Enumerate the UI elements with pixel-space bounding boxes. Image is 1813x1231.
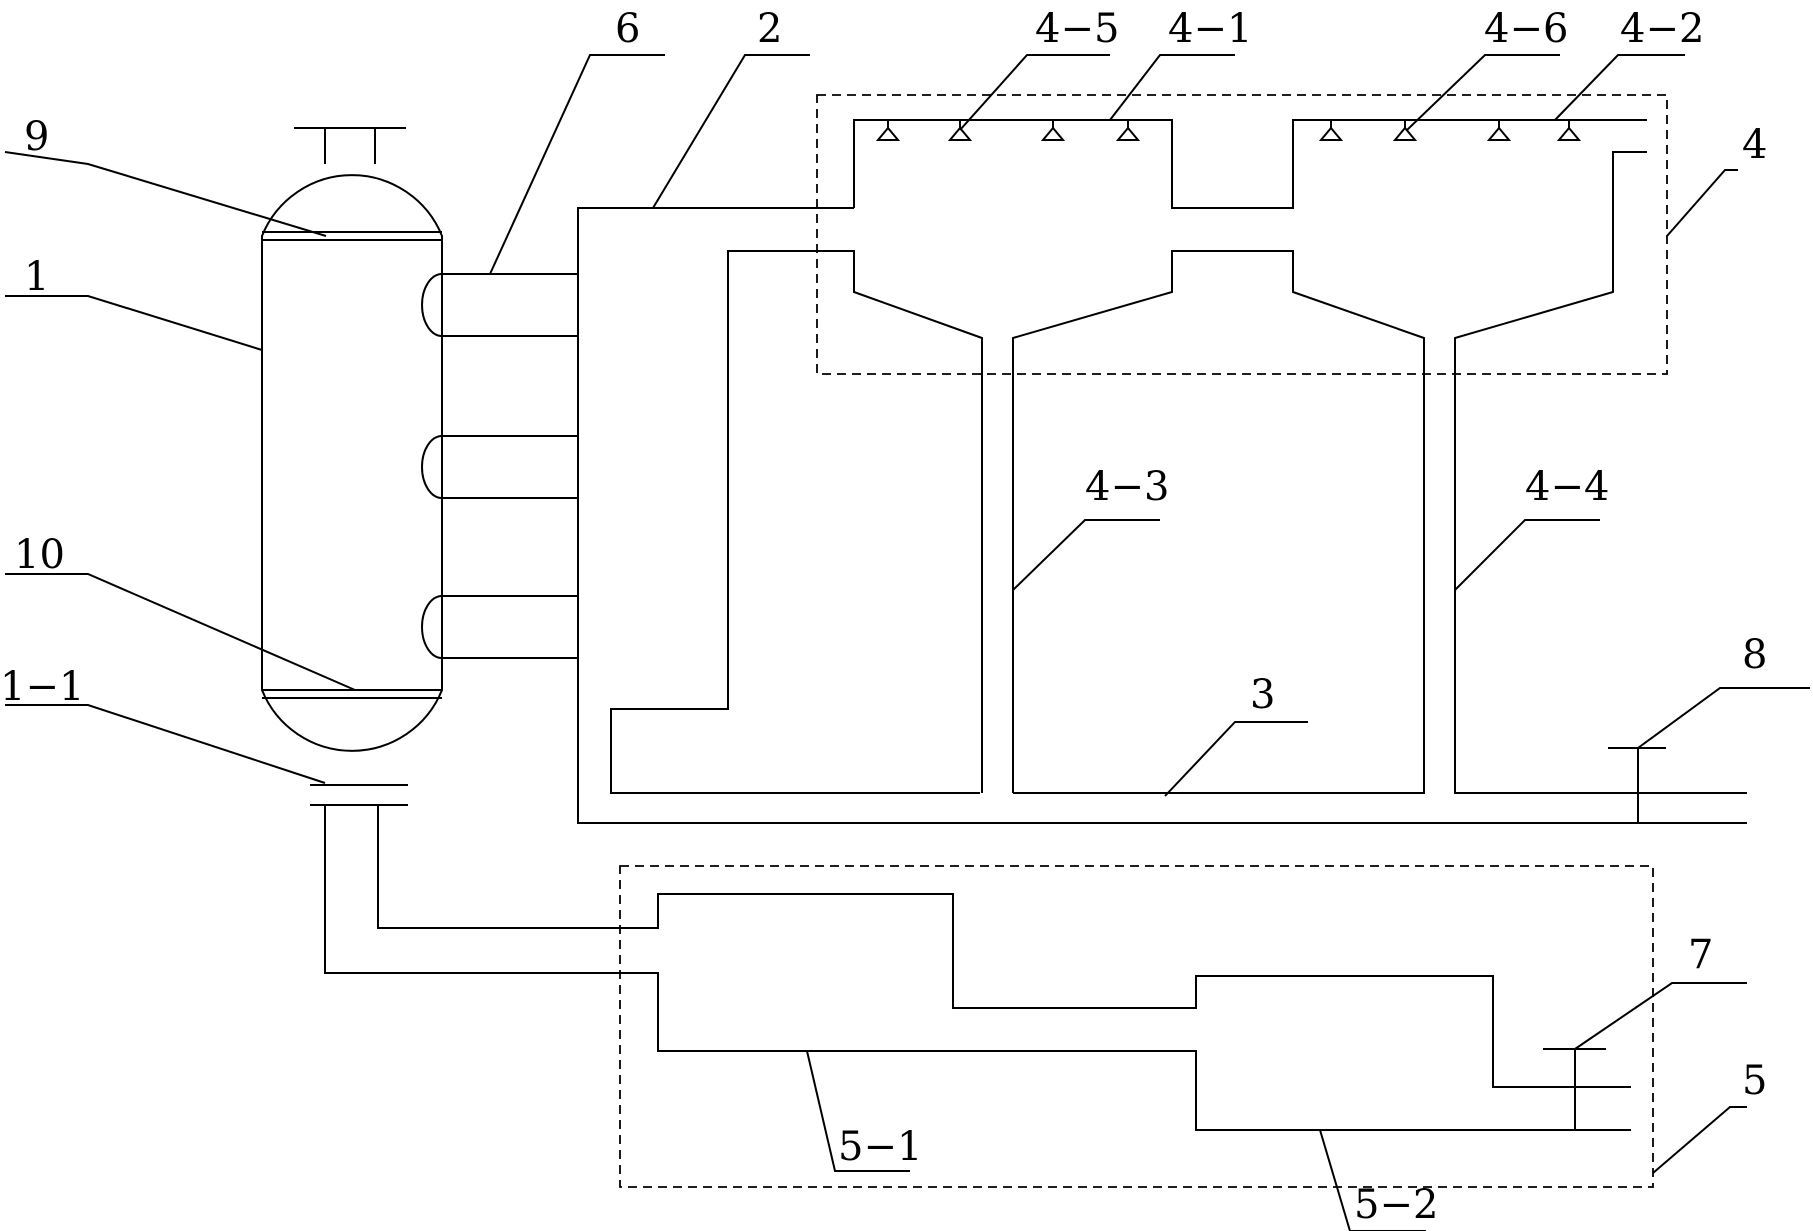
label-4-1: 4−1 [1168, 6, 1252, 52]
lower-piping [324, 805, 1631, 1131]
upper-return-pipe [377, 805, 1631, 1088]
spray-nozzles [875, 120, 1582, 141]
label-4-5: 4−5 [1035, 6, 1119, 52]
label-4-4: 4−4 [1525, 464, 1609, 510]
lower-return-pipe [324, 805, 1631, 1131]
nozzle [1318, 120, 1344, 141]
label-4-3: 4−3 [1085, 464, 1169, 510]
right-chamber [1454, 151, 1747, 794]
nozzle [1115, 120, 1141, 141]
side-port-3 [421, 595, 443, 659]
connecting-pipes [442, 273, 578, 659]
label-10: 10 [14, 532, 65, 578]
tank-outer-wall [577, 207, 1747, 824]
label-5: 5 [1742, 1058, 1767, 1104]
nozzle [875, 120, 901, 141]
nozzle [947, 120, 973, 141]
main-tank [577, 119, 1747, 824]
label-2: 2 [757, 6, 782, 52]
nozzle [1556, 120, 1582, 141]
side-port-2 [421, 435, 443, 499]
label-3: 3 [1250, 672, 1275, 718]
label-1-1: 1−1 [0, 664, 84, 710]
roof-duct [853, 119, 1647, 209]
nozzle [1486, 120, 1512, 141]
label-1: 1 [24, 254, 49, 300]
label-5-1: 5−1 [838, 1124, 922, 1170]
spray-system-box [816, 94, 1668, 375]
middle-chamber [1012, 250, 1425, 794]
nozzle [1392, 120, 1418, 141]
label-6: 6 [615, 6, 640, 52]
side-port-1 [421, 273, 443, 337]
label-7: 7 [1688, 932, 1713, 978]
reactor-vessel [261, 127, 443, 806]
label-9: 9 [24, 114, 49, 160]
leader-lines [4, 54, 1810, 1231]
label-5-2: 5−2 [1354, 1182, 1438, 1228]
label-4-6: 4−6 [1484, 6, 1568, 52]
label-4-2: 4−2 [1620, 6, 1704, 52]
label-8: 8 [1742, 632, 1767, 678]
label-4: 4 [1742, 122, 1767, 168]
left-chamber [610, 250, 983, 794]
nozzle [1040, 120, 1066, 141]
vessel-top-nozzle [324, 128, 376, 164]
labels: 9 1 10 1−1 6 2 4−5 4−1 4−6 4−2 4 4−3 4−4… [0, 6, 1767, 1228]
vessel-shell [261, 174, 443, 752]
lower-system-box [619, 865, 1654, 1188]
